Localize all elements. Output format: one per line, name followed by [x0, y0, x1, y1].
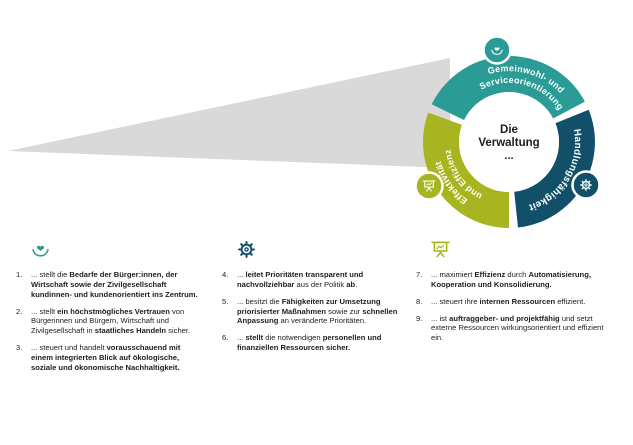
- item-text: ... steuert und handelt vorausschauend m…: [31, 343, 181, 372]
- center-ellipsis: ...: [504, 150, 513, 162]
- item-text: ... leitet Prioritäten transparent und n…: [237, 270, 364, 289]
- ring-center-circle: [459, 92, 559, 192]
- item-text: ... steuert ihre internen Ressourcen eff…: [431, 296, 586, 306]
- center-title-line2: Verwaltung: [478, 137, 539, 149]
- column-handlungsfaehigkeit: 4. ... leitet Prioritäten transparent und…: [222, 238, 404, 360]
- list-item: 6. ... stellt die notwendigen personellen…: [222, 333, 404, 353]
- ring-segment-handlungsfaehigkeit: [514, 109, 595, 228]
- item-text: ... stellt die notwendigen personellen u…: [237, 333, 382, 353]
- hands-heart-icon: [29, 238, 52, 261]
- ring-segment-gemeinwohl: [431, 56, 585, 121]
- item-number: 6.: [222, 333, 229, 343]
- column-gemeinwohl: 1. ... stellt die Bedarfe der Bürger:inne…: [16, 238, 202, 380]
- item-number: 5.: [222, 296, 229, 306]
- item-number: 9.: [416, 313, 423, 323]
- ring: Gemeinwohl- und Serviceorientierung Hand…: [414, 35, 601, 228]
- center-title-line1: Die: [500, 124, 518, 136]
- item-number: 4.: [222, 270, 229, 279]
- item-number: 7.: [416, 270, 423, 279]
- badge-gemeinwohl: [482, 35, 512, 65]
- gear-icon: [235, 238, 258, 261]
- item-number: 1.: [16, 270, 23, 279]
- column-effektivitaet: 7. ... maximiert Effizienz durch Automati…: [416, 238, 612, 350]
- item-number: 3.: [16, 343, 23, 353]
- list-item: 3. ... steuert und handelt vorausschauend…: [16, 343, 202, 373]
- numbered-list-effektivitaet: 7. ... maximiert Effizienz durch Automati…: [416, 270, 612, 343]
- presentation-board-icon: [429, 238, 452, 261]
- list-item: 1. ... stellt die Bedarfe der Bürger:inne…: [16, 270, 202, 300]
- funnel-triangle: [8, 58, 450, 168]
- item-text: ... stellt die Bedarfe der Bürger:innen,…: [31, 270, 198, 299]
- item-text: ... stellt ein höchstmögliches Vertrauen…: [31, 306, 191, 336]
- list-item: 8. ... steuert ihre internen Ressourcen e…: [416, 297, 612, 307]
- item-text: ... besitzt die Fähigkeiten zur Umsetzun…: [237, 296, 398, 326]
- list-item: 4. ... leitet Prioritäten transparent und…: [222, 270, 404, 290]
- list-item: 5. ... besitzt die Fähigkeiten zur Umsetz…: [222, 297, 404, 327]
- numbered-list-handlungsfaehigkeit: 4. ... leitet Prioritäten transparent und…: [222, 270, 404, 353]
- ring-segment-effektivitaet: [423, 112, 509, 228]
- numbered-list-gemeinwohl: 1. ... stellt die Bedarfe der Bürger:inne…: [16, 270, 202, 373]
- item-number: 2.: [16, 306, 23, 316]
- list-item: 7. ... maximiert Effizienz durch Automati…: [416, 270, 612, 290]
- item-text: ... ist auftraggeber- und projektfähig u…: [431, 313, 604, 343]
- badge-effektivitaet: [414, 171, 444, 201]
- badge-handlungsfaehigkeit: [571, 170, 601, 200]
- list-item: 2. ... stellt ein höchstmögliches Vertrau…: [16, 307, 202, 337]
- list-item: 9. ... ist auftraggeber- und projektfähig…: [416, 314, 612, 344]
- item-text: ... maximiert Effizienz durch Automatisi…: [431, 270, 591, 289]
- item-number: 8.: [416, 296, 423, 306]
